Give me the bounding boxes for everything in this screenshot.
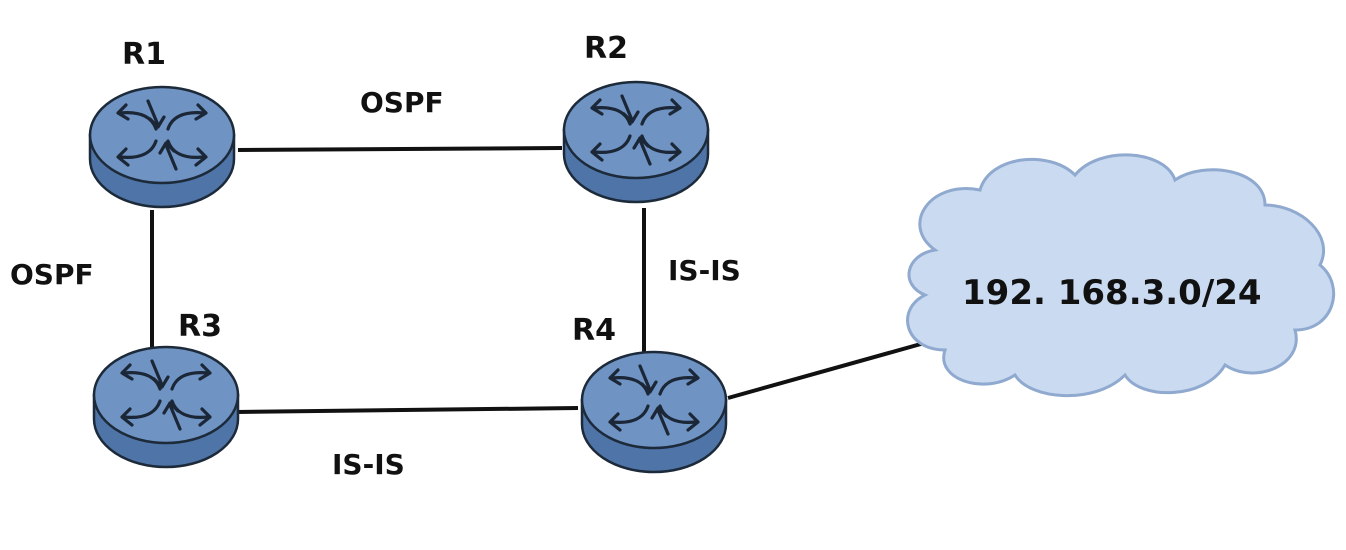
router-icon [92, 345, 240, 469]
router-icon [88, 85, 236, 209]
link-r1-r2 [237, 146, 563, 152]
router-label-r2: R2 [584, 31, 628, 66]
cloud-icon [906, 153, 1336, 398]
router-label-r1: R1 [122, 37, 166, 72]
router-r1 [88, 85, 236, 209]
protocol-label-r1-r2: OSPF [360, 86, 444, 119]
router-icon [580, 350, 728, 474]
router-label-r3: R3 [178, 309, 222, 344]
router-icon [562, 80, 710, 204]
router-r3 [92, 345, 240, 469]
router-r4 [580, 350, 728, 474]
protocol-label-r1-r3: OSPF [10, 258, 94, 291]
router-label-r4: R4 [572, 313, 616, 348]
router-r2 [562, 80, 710, 204]
protocol-label-r2-r4: IS-IS [668, 254, 741, 287]
link-r3-r4 [235, 406, 579, 414]
network-label: 192. 168.3.0/24 [962, 273, 1262, 313]
protocol-label-r3-r4: IS-IS [332, 448, 405, 481]
